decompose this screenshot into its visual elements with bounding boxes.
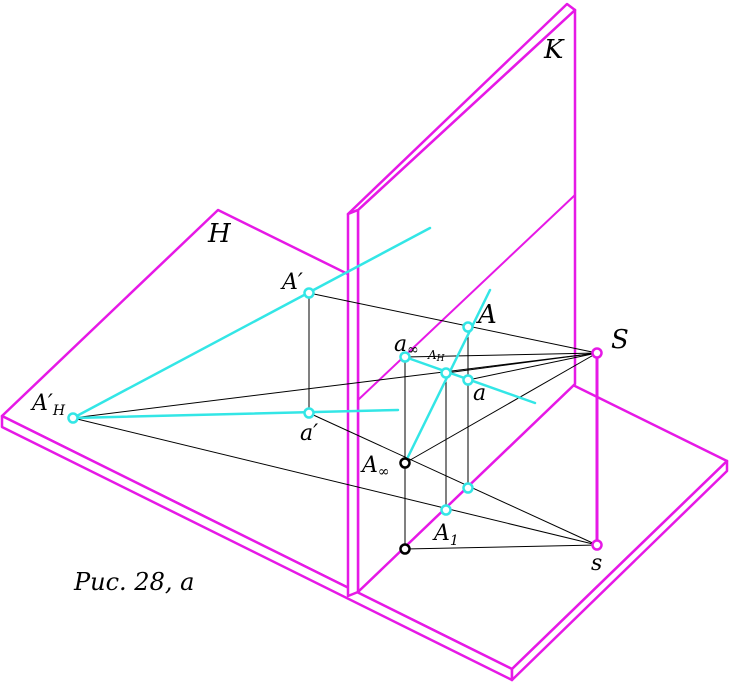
point-base [399,543,411,555]
label-a: A [476,300,497,330]
label-a-h: AH [427,348,445,364]
label-a-small: a [473,381,486,406]
figure-caption: Рис. 28, а [73,568,194,596]
plane-k-horizon-line [357,194,576,401]
label-a1: A1 [432,521,459,549]
points [67,287,603,555]
point-a [462,321,474,333]
label-s-lower: s [591,551,602,576]
label-h: H [207,219,232,249]
point-a-h [440,367,452,379]
point-a-prime [303,287,315,299]
point-on-trace [462,482,474,494]
point-a-inf-small [399,351,411,363]
label-a-h-prime: A′H [30,391,66,419]
label-a-prime: A′ [280,270,303,295]
point-s-lower [591,539,603,551]
point-a-small-prime [303,407,315,419]
point-a-h-prime [67,412,79,424]
label-a-inf: A∞ [360,453,390,480]
construction-lines [72,292,598,550]
label-a-inf-small: a∞ [394,332,419,358]
label-a-small-prime: a′ [300,421,318,446]
point-a-small [462,374,474,386]
label-s-upper: S [611,325,629,355]
point-a1 [440,504,452,516]
label-k: K [543,35,565,65]
point-s-upper [591,347,603,359]
point-a-inf [399,457,411,469]
